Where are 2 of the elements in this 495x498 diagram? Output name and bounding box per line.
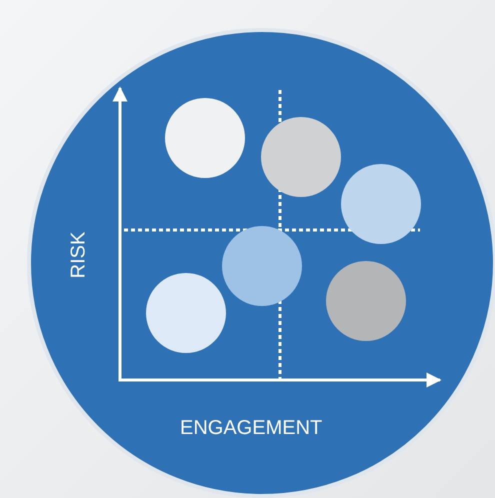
axis-label: ENGAGEMENT bbox=[180, 418, 322, 438]
axis-label: RISK bbox=[68, 232, 88, 278]
